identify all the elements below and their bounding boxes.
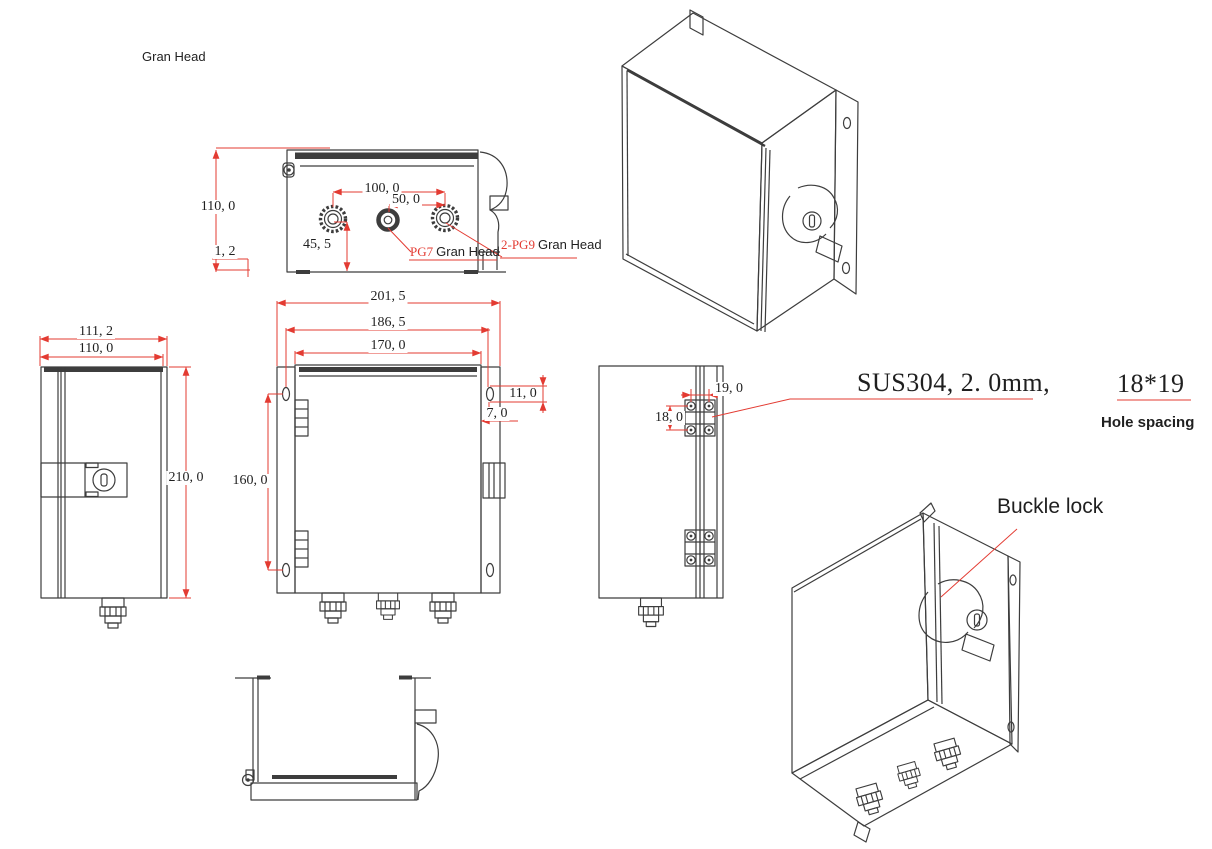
hinge-pin bbox=[241, 773, 255, 787]
mounting-hole bbox=[1007, 721, 1015, 733]
material-leader-line bbox=[711, 398, 1033, 418]
left-side-view bbox=[39, 335, 191, 629]
pg9-leader-line bbox=[445, 222, 503, 258]
top-dim-door-gap: 1, 2 bbox=[212, 244, 238, 259]
front-dim-hole-slot: 11, 0 bbox=[507, 386, 539, 401]
front-dim-hole-offset: 7, 0 bbox=[484, 406, 510, 421]
keyhole bbox=[100, 473, 108, 487]
back-view bbox=[598, 365, 1033, 628]
hinge-edge-bottom bbox=[294, 530, 309, 568]
buckle-lock-leader-line bbox=[940, 528, 1018, 598]
keyhole bbox=[808, 214, 816, 228]
back-dim-hinge-holes-h: 19, 0 bbox=[713, 381, 745, 396]
buckle-lock-profile bbox=[478, 151, 509, 273]
mounting-holes bbox=[281, 386, 495, 578]
hole-spacing-value: 18*19 bbox=[1117, 369, 1185, 398]
front-dim-hole-span-v: 160, 0 bbox=[230, 473, 270, 488]
mounting-hole bbox=[841, 261, 851, 275]
left-dim-height: 210, 0 bbox=[166, 470, 206, 485]
buckle-lock-side bbox=[40, 462, 128, 498]
hole-spacing-label: Hole spacing bbox=[1101, 414, 1195, 431]
front-view bbox=[264, 299, 547, 624]
mounting-tab bbox=[689, 9, 704, 36]
pg7-code: PG7 bbox=[410, 244, 434, 259]
pg7-text: Gran Head bbox=[436, 244, 500, 259]
top-dim-gland-offset: 50, 0 bbox=[390, 192, 422, 207]
buckle-lock bbox=[781, 184, 843, 263]
mounting-hole bbox=[842, 116, 852, 130]
gran-head-note: Gran Head bbox=[142, 49, 206, 64]
buckle-lock-profile bbox=[414, 709, 439, 801]
bottom-view bbox=[235, 675, 439, 801]
mounting-hole bbox=[1009, 574, 1017, 586]
buckle-lock-label: Buckle lock bbox=[997, 495, 1104, 518]
latch-keeper bbox=[482, 462, 506, 499]
mounting-flange bbox=[833, 89, 859, 295]
isometric-view-bottom bbox=[791, 502, 1021, 843]
left-dim-depth-body: 110, 0 bbox=[76, 341, 116, 356]
mounting-tab bbox=[853, 821, 871, 843]
front-dim-hole-span-h: 186, 5 bbox=[368, 315, 408, 330]
mounting-tab bbox=[919, 502, 936, 523]
top-dim-gland-from-bottom: 45, 5 bbox=[301, 237, 333, 252]
material-note: SUS304, 2. 0mm, bbox=[857, 368, 1051, 397]
hinge-edge-top bbox=[294, 399, 309, 437]
top-dim-height: 110, 0 bbox=[198, 199, 238, 214]
front-dim-body-width: 170, 0 bbox=[368, 338, 408, 353]
front-dim-width-overall: 201, 5 bbox=[368, 289, 408, 304]
back-dim-hinge-holes-v: 18, 0 bbox=[653, 410, 685, 425]
top-dim-gland-span: 100, 0 bbox=[362, 181, 402, 196]
mounting-flange bbox=[1007, 555, 1021, 753]
buckle-lock bbox=[918, 579, 995, 662]
pg7-leader-line bbox=[387, 227, 412, 253]
keyhole bbox=[973, 613, 981, 627]
pg9-code: 2-PG9 bbox=[501, 237, 535, 252]
top-view bbox=[212, 147, 577, 277]
isometric-view-front bbox=[621, 9, 859, 333]
hinge-pin bbox=[283, 164, 295, 176]
left-dim-depth-overall: 111, 2 bbox=[77, 324, 115, 339]
small-cable-gland-top bbox=[376, 208, 400, 232]
pg9-text: Gran Head bbox=[537, 237, 602, 252]
